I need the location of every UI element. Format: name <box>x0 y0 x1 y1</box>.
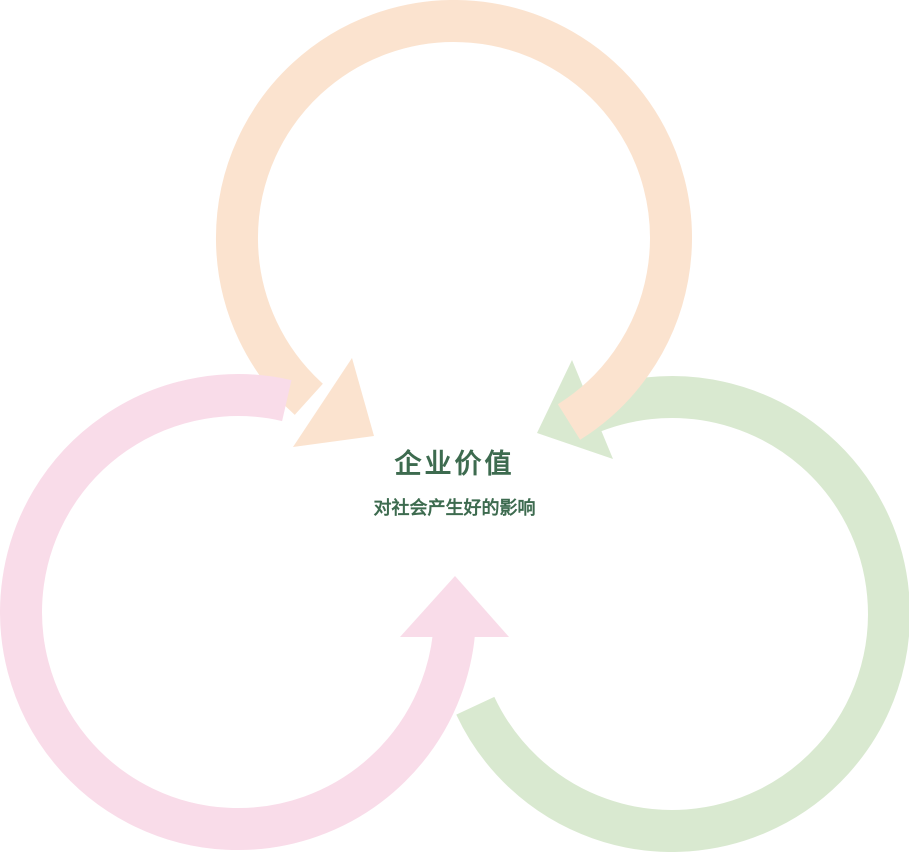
pink-cycle-arrow-body <box>0 374 476 850</box>
center-title: 企业价值 <box>394 449 515 480</box>
green-cycle-arrow-body <box>456 376 909 852</box>
orange-cycle-arrowhead <box>293 358 374 447</box>
pink-cycle-arrowhead <box>400 576 509 637</box>
center-subtitle: 对社会产生好的影响 <box>373 498 536 519</box>
orange-cycle-arrow-body <box>215 0 692 440</box>
